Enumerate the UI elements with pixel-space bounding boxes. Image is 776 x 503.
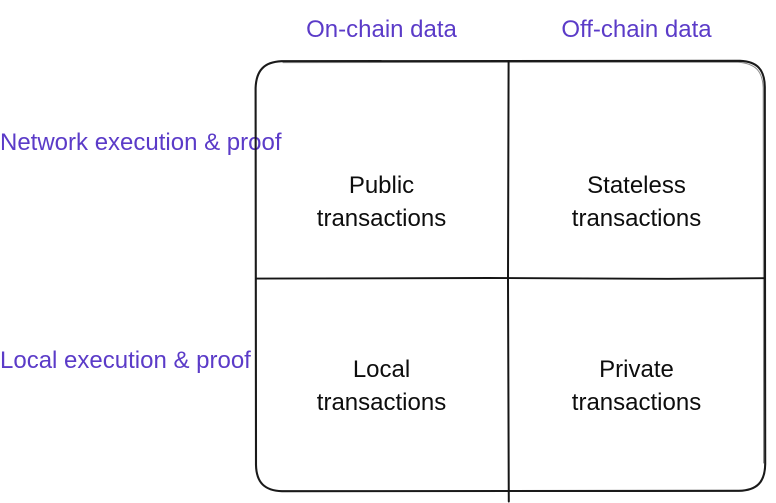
cell-stateless-line2: transactions [571, 205, 702, 232]
cell-public-transactions[interactable]: Public transactions [255, 169, 508, 235]
cell-local-line1: Local [352, 356, 411, 383]
cell-private-transactions[interactable]: Private transactions [508, 353, 765, 419]
cell-public-line2: transactions [316, 205, 447, 232]
matrix-outer-border [254, 59, 767, 493]
row-header-network-execution-proof: Network execution & proof [0, 127, 282, 158]
column-header-off-chain-data: Off-chain data [561, 16, 712, 43]
column-header-on-chain-data: On-chain data [306, 16, 457, 43]
row-header-local-line1: Local [0, 347, 58, 374]
cell-stateless-line1: Stateless [587, 172, 686, 199]
row-header-network-line2: execution & proof [94, 129, 282, 156]
matrix-horizontal-divider [255, 277, 766, 280]
cell-local-line2: transactions [316, 389, 447, 416]
row-header-network-line1: Network [0, 129, 89, 156]
row-header-local-line2: execution & proof [64, 347, 251, 374]
row-header-local-execution-proof: Local execution & proof [0, 345, 251, 376]
matrix-border-svg [254, 59, 767, 503]
matrix-outer-border-sketch [282, 61, 765, 464]
cell-private-line2: transactions [571, 389, 702, 416]
cell-local-transactions[interactable]: Local transactions [255, 353, 508, 419]
cell-public-line1: Public [348, 172, 415, 199]
cell-private-line1: Private [599, 356, 674, 383]
matrix-frame [248, 59, 772, 503]
matrix-vertical-divider [506, 60, 510, 503]
cell-stateless-transactions[interactable]: Stateless transactions [508, 169, 765, 235]
